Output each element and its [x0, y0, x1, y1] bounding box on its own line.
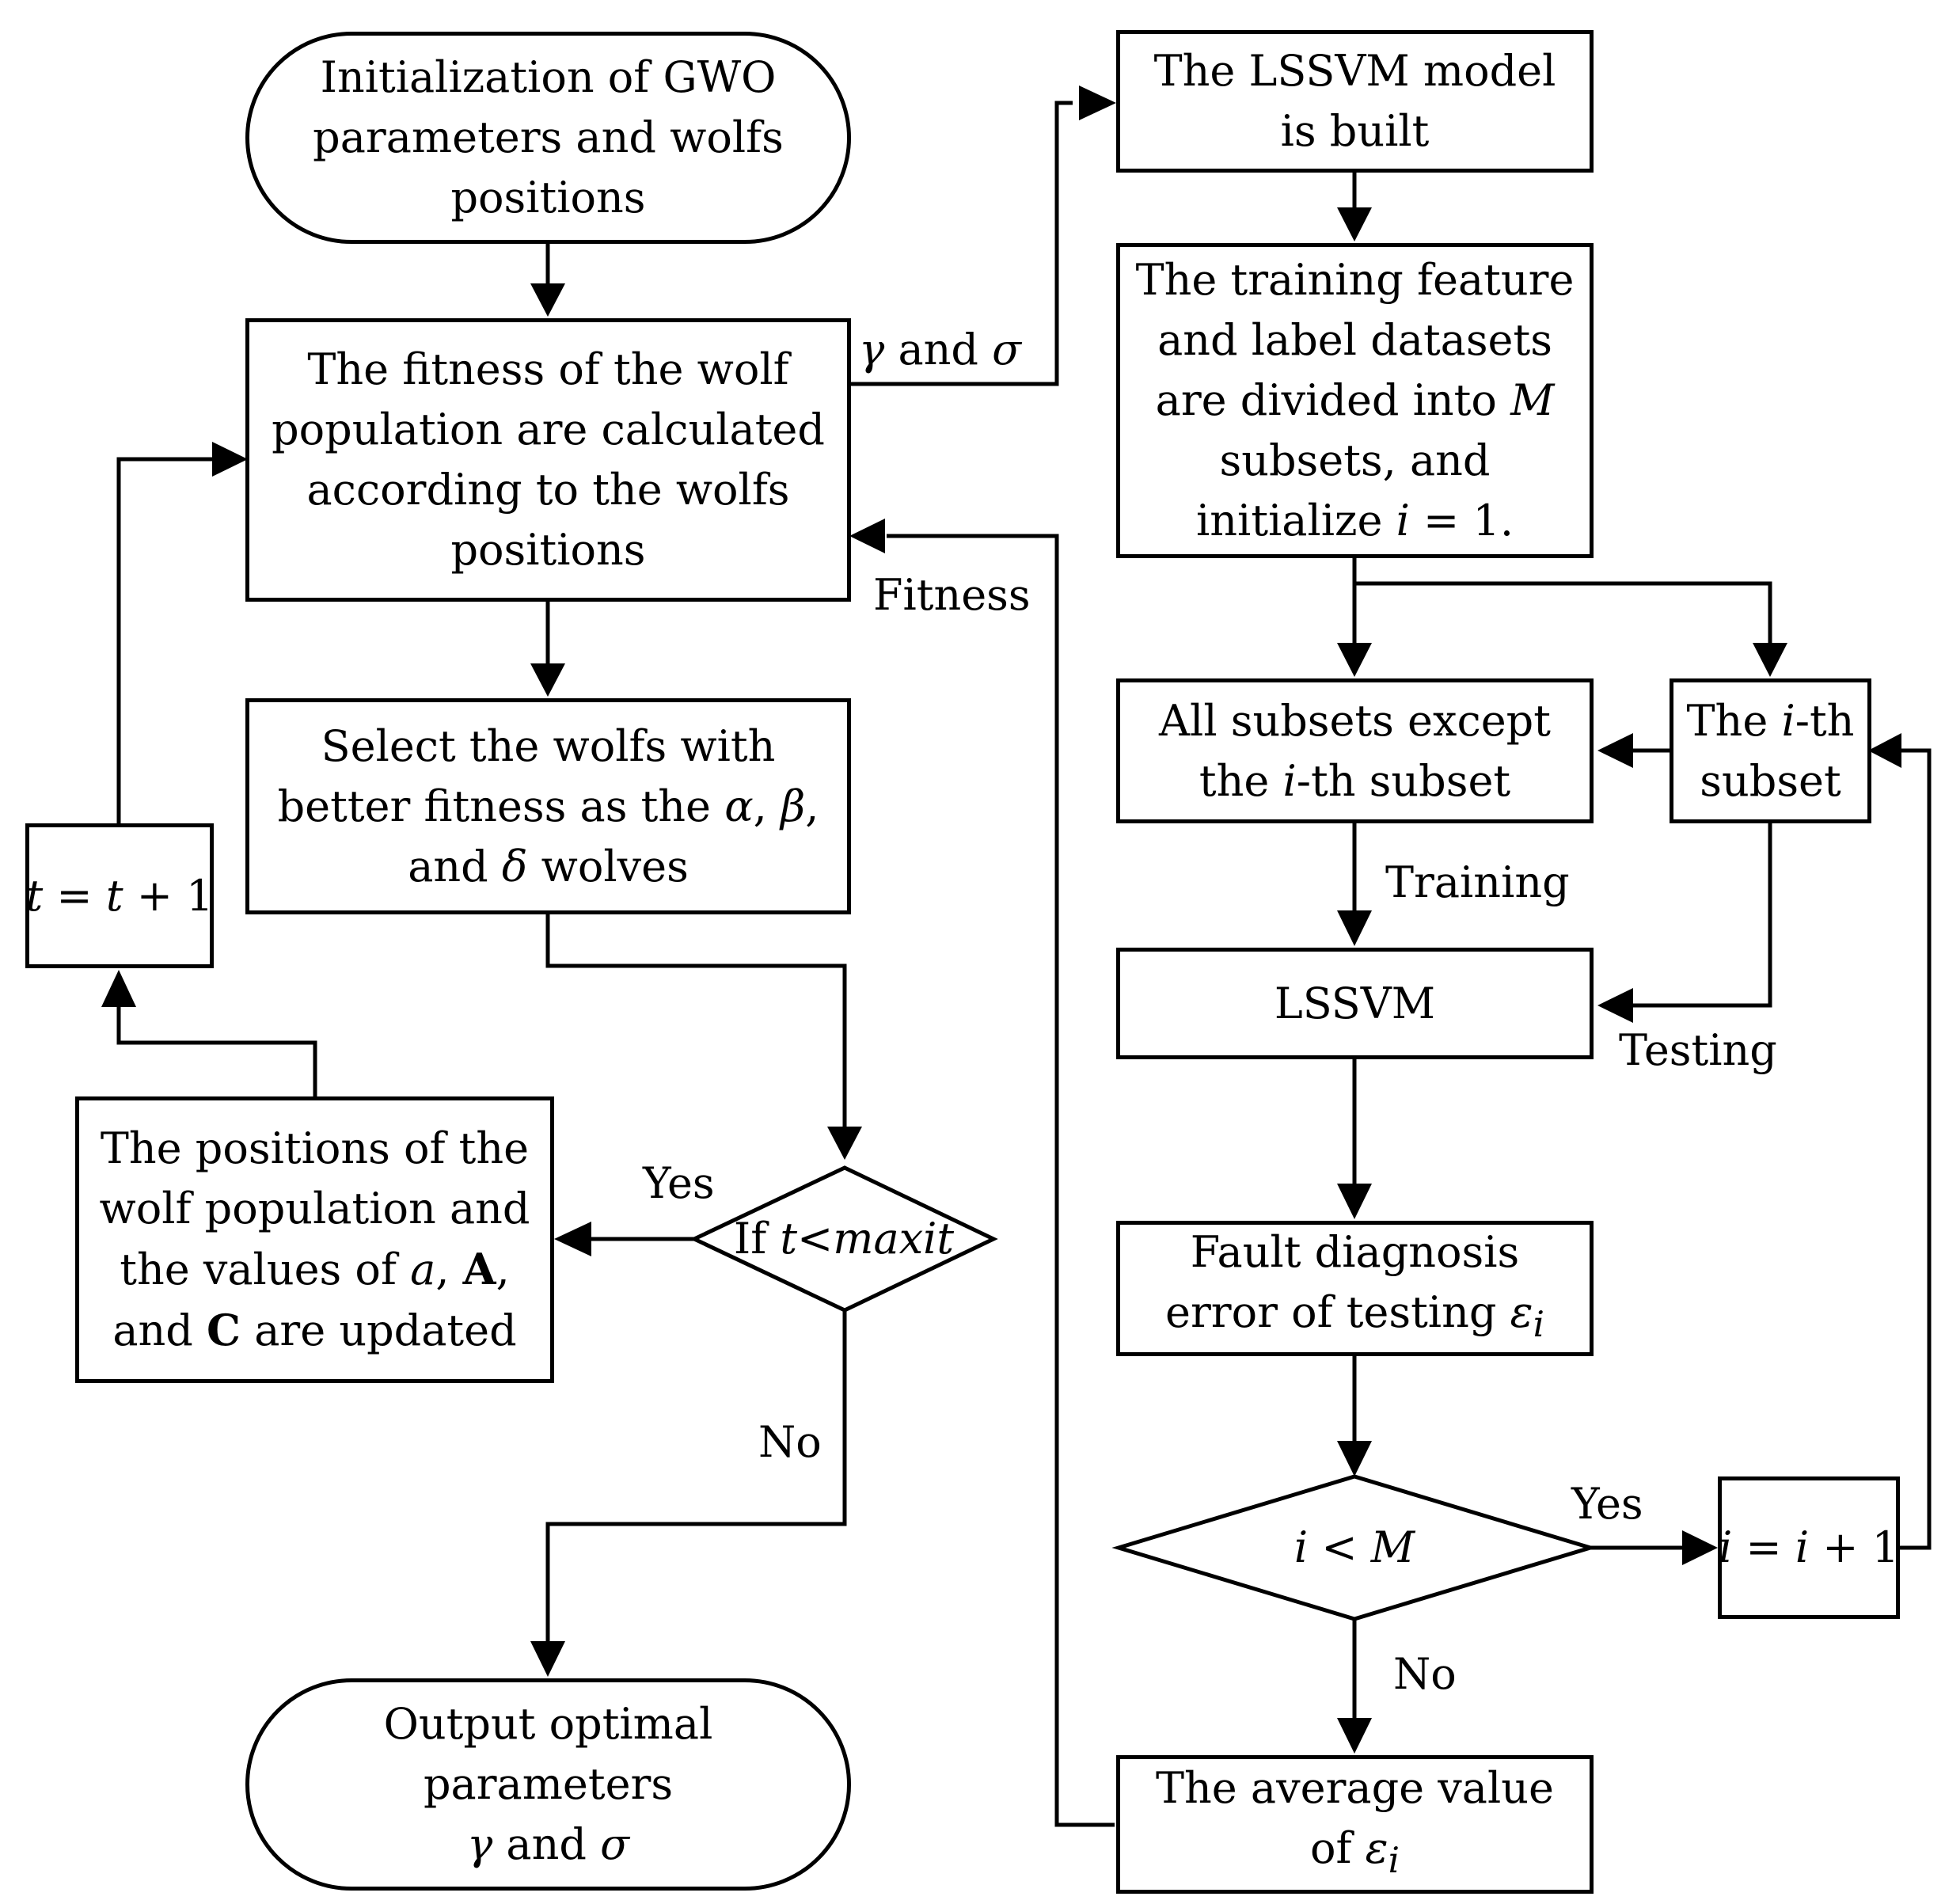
update-line-1: The positions of the — [100, 1123, 530, 1173]
all-subsets-process: All subsets except the i-th subset — [1116, 678, 1594, 823]
select-process: Select the wolfs with better fitness as … — [245, 698, 851, 914]
arrowhead-update-right — [554, 1222, 591, 1256]
arrowheads — [101, 86, 1901, 1754]
arrowhead-decision2-top — [1337, 1441, 1372, 1476]
label-no-right: No — [1393, 1649, 1457, 1699]
start-line-1: Initialization of GWO — [320, 52, 777, 102]
arrow-select-to-decision — [545, 914, 847, 1128]
i-increment-process: i = i + 1 — [1718, 1476, 1900, 1619]
select-line-3: and δ wolves — [408, 841, 689, 891]
arrow-update-to-increment — [116, 1005, 317, 1096]
update-line-3: the values of a, A, — [120, 1244, 510, 1294]
i-increment-text: i = i + 1 — [1718, 1522, 1900, 1572]
fitness-line-3: according to the wolfs — [306, 465, 790, 515]
arrowhead-divide-top — [1337, 207, 1372, 241]
lssvm-process: LSSVM — [1116, 948, 1594, 1059]
fitness-process: The fitness of the wolf population are c… — [245, 318, 851, 602]
arrowhead-model-left — [1079, 86, 1116, 120]
arrowhead-ith-right — [1868, 733, 1901, 768]
arrow-ith-to-lssvm — [1633, 823, 1772, 1008]
arrowhead-all-subsets-right — [1597, 733, 1633, 768]
divide-line-5: initialize i = 1. — [1196, 496, 1514, 545]
decision-diamond-right — [1111, 1474, 1597, 1621]
average-line-1: The average value — [1156, 1763, 1554, 1814]
ith-subset-process: The i-th subset — [1670, 678, 1871, 823]
arrow-increment-to-ith — [1900, 748, 1932, 1550]
output-line-3: γ and σ — [466, 1819, 630, 1869]
update-process: The positions of the wolf population and… — [75, 1096, 554, 1383]
arrowhead-increment-bottom — [101, 970, 136, 1007]
arrowhead-lssvm-top — [1337, 910, 1372, 946]
decision-left-text: If t<maxit — [733, 1214, 955, 1264]
decision-right-text: i < M — [1294, 1522, 1415, 1572]
divide-dataset-process: The training feature and label datasets … — [1116, 243, 1594, 558]
output-terminal: Output optimal parameters γ and σ — [245, 1678, 851, 1891]
label-yes-left: Yes — [643, 1158, 715, 1208]
output-line-2: parameters — [423, 1759, 674, 1809]
select-line-1: Select the wolfs with — [321, 720, 776, 771]
model-line-2: is built — [1280, 106, 1430, 156]
arrowhead-lssvm-right — [1597, 988, 1633, 1023]
arrowhead-increment-left — [1682, 1530, 1718, 1565]
arrowhead-fitness-top — [530, 283, 565, 317]
label-gamma-sigma: γ and σ — [859, 325, 1022, 374]
select-line-2: better fitness as the α, β, — [277, 781, 819, 831]
arrowhead-fitness-right — [849, 519, 885, 553]
ith-line-1: The i-th — [1686, 695, 1855, 746]
divide-line-3: are divided into M — [1155, 375, 1555, 425]
label-testing: Testing — [1619, 1025, 1777, 1075]
label-training: Training — [1385, 857, 1570, 907]
decision-diamond-left — [689, 1165, 998, 1313]
average-process: The average value of εi — [1116, 1755, 1594, 1894]
start-line-2: parameters and wolfs — [313, 112, 784, 162]
arrowhead-output-top — [530, 1641, 565, 1677]
arrowhead-select-top — [530, 663, 565, 697]
arrow-average-to-fitness — [887, 534, 1115, 1827]
connector-lines — [116, 101, 1932, 1827]
model-line-1: The LSSVM model — [1153, 46, 1556, 96]
arrowhead-ith-top — [1753, 643, 1787, 677]
divide-line-1: The training feature — [1135, 255, 1575, 305]
lssvm-text: LSSVM — [1274, 978, 1436, 1028]
update-line-4: and C are updated — [112, 1305, 517, 1355]
fitness-line-4: positions — [450, 525, 646, 575]
arrowhead-decision-top — [827, 1127, 862, 1160]
all-subsets-line-1: All subsets except — [1159, 695, 1551, 746]
error-line-1: Fault diagnosis — [1190, 1227, 1520, 1278]
error-line-2: error of testing εi — [1165, 1287, 1544, 1345]
model-built-process: The LSSVM model is built — [1116, 30, 1594, 173]
start-line-3: positions — [450, 173, 646, 222]
arrow-increment-to-fitness — [116, 457, 214, 823]
arrow-divide-to-ith — [1352, 558, 1772, 643]
arrowhead-all-subsets-top — [1337, 643, 1372, 677]
fitness-line-1: The fitness of the wolf — [307, 344, 789, 394]
fitness-line-2: population are calculated — [272, 405, 825, 454]
arrowhead-error-top — [1337, 1184, 1372, 1219]
start-terminal: Initialization of GWO parameters and wol… — [245, 32, 851, 244]
divide-line-2: and label datasets — [1157, 315, 1552, 365]
t-increment-text: t = t + 1 — [25, 870, 214, 921]
arrow-decision-to-output — [545, 1310, 847, 1643]
arrow-fitness-to-model — [849, 101, 1073, 386]
error-process: Fault diagnosis error of testing εi — [1116, 1221, 1594, 1356]
ith-line-2: subset — [1700, 755, 1841, 806]
label-yes-right: Yes — [1571, 1479, 1643, 1529]
update-line-2: wolf population and — [99, 1184, 530, 1233]
arrowhead-average-top — [1337, 1718, 1372, 1754]
all-subsets-line-2: the i-th subset — [1199, 755, 1511, 806]
output-line-1: Output optimal — [383, 1699, 713, 1749]
divide-line-4: subsets, and — [1219, 435, 1491, 485]
label-no-left: No — [758, 1417, 822, 1467]
arrowhead-fitness-left — [212, 442, 248, 477]
average-line-2: of εi — [1309, 1823, 1400, 1881]
label-fitness: Fitness — [873, 570, 1031, 620]
t-increment-process: t = t + 1 — [25, 823, 214, 968]
